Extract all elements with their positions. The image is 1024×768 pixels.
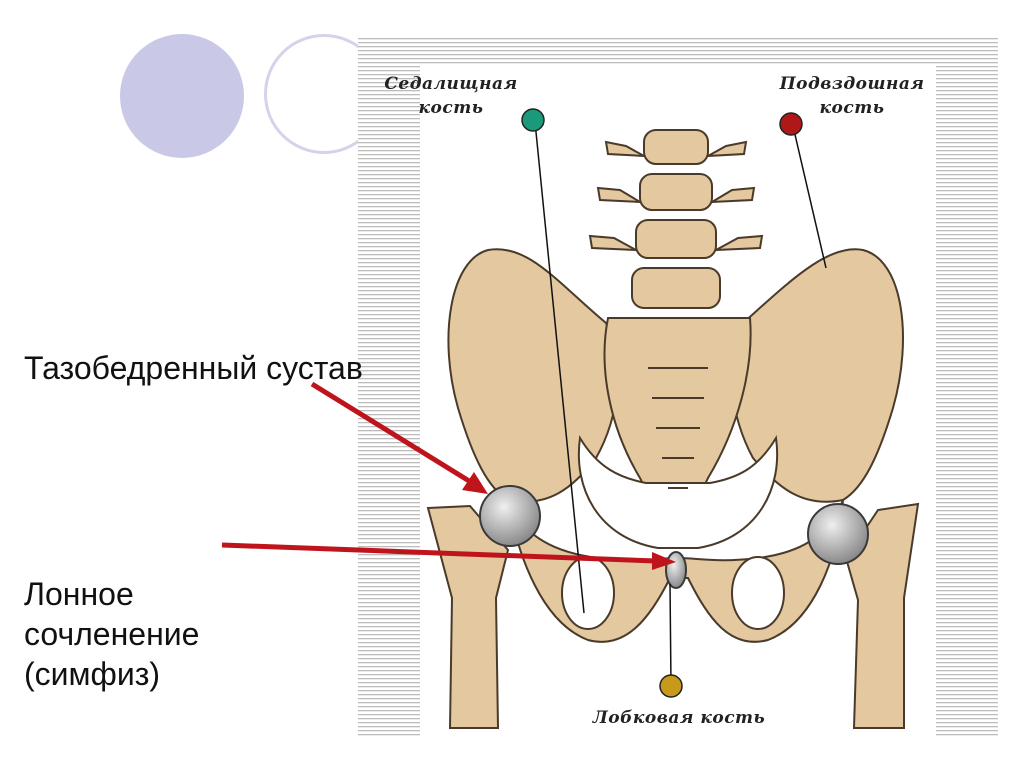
- lumbar-spine: [588, 129, 764, 309]
- ischium-pin-icon: [521, 108, 545, 132]
- sacral-segments: [648, 367, 708, 489]
- pubis-label: Лобковая кость: [592, 708, 766, 728]
- right-femur: [844, 502, 920, 729]
- pelvis-illustration: [358, 38, 998, 738]
- decorative-circle-filled: [120, 34, 244, 158]
- symphysis-label-line2: сочленение: [24, 616, 200, 652]
- stripe-right: [936, 38, 998, 738]
- ischium-label-line2: кость: [418, 98, 484, 118]
- pelvic-inlet: [577, 435, 779, 549]
- pelvis-figure-panel: Седалищная кость Подвздошная кость Лобко…: [358, 38, 998, 738]
- ischium-label: Седалищная кость: [376, 72, 526, 120]
- left-femoral-head: [479, 485, 541, 547]
- left-obturator: [561, 556, 615, 630]
- symphysis-label-line3: (симфиз): [24, 656, 161, 692]
- stripe-left: [358, 38, 420, 738]
- symphysis-label: Лонное сочленение (симфиз): [24, 574, 199, 694]
- right-obturator: [731, 556, 785, 630]
- ilium-label-line1: Подвздошная: [779, 74, 925, 94]
- stripe-top: [358, 38, 998, 66]
- ilium-label-line2: кость: [819, 98, 885, 118]
- pointer-lines: [534, 121, 827, 687]
- ilium-pin-icon: [779, 112, 803, 136]
- right-femoral-head: [807, 503, 869, 565]
- ischium-label-line1: Седалищная: [384, 74, 518, 94]
- pubis-pin-icon: [659, 674, 683, 698]
- symphysis-label-line1: Лонное: [24, 576, 134, 612]
- hip-joint-label: Тазобедренный сустав: [24, 350, 363, 386]
- right-ilium: [730, 248, 904, 503]
- ilium-label: Подвздошная кость: [762, 72, 942, 120]
- pubic-symphysis: [665, 551, 687, 589]
